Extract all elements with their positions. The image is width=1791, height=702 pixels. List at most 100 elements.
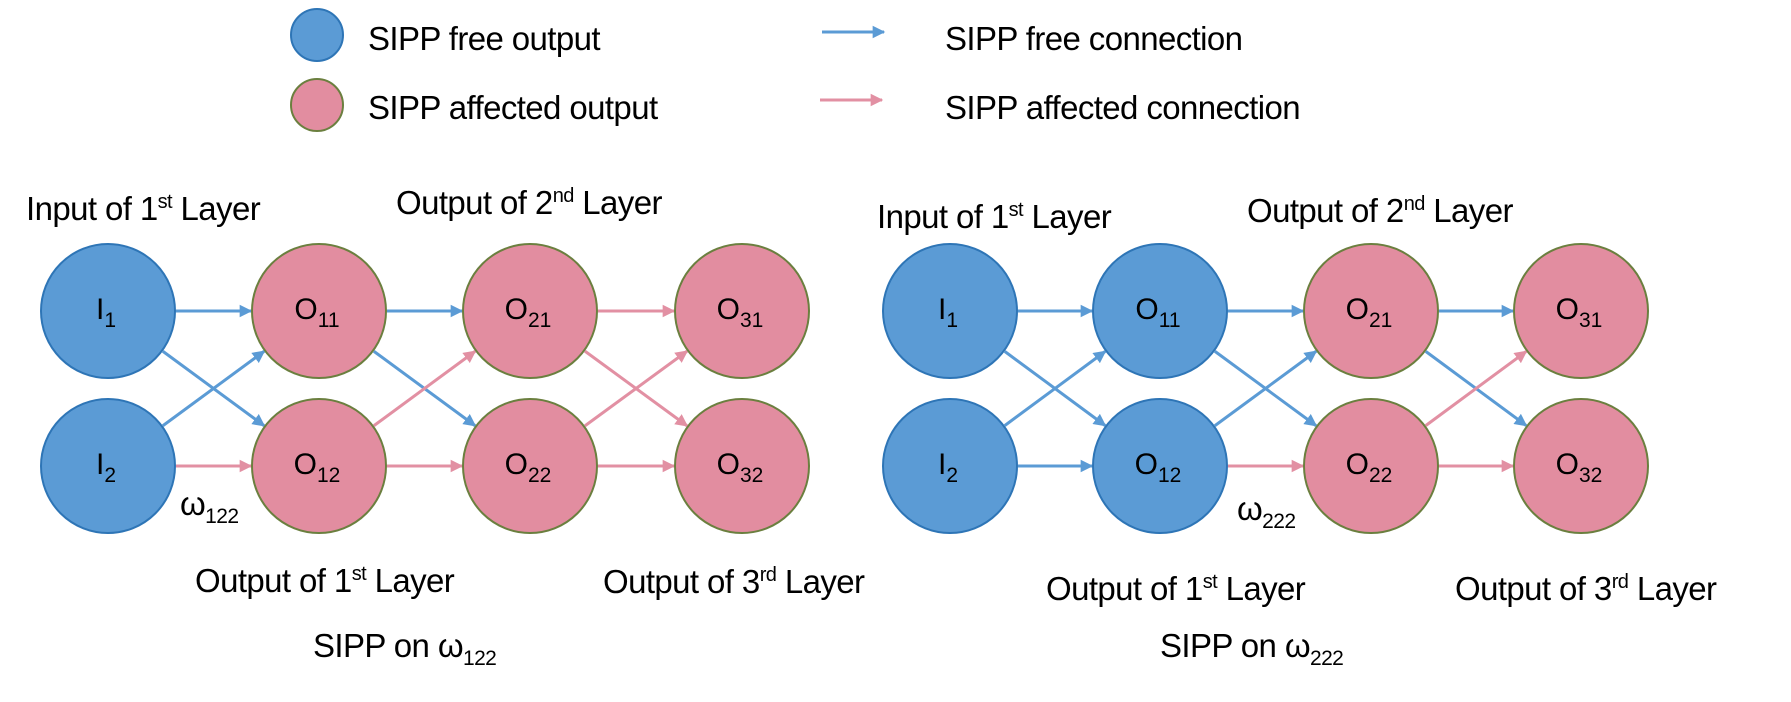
node-label-subscript: 21 bbox=[1369, 309, 1392, 332]
node-o12: O12 bbox=[251, 398, 387, 534]
node-label-base: O bbox=[294, 293, 317, 326]
node-circle-free bbox=[882, 398, 1018, 534]
node-o31: O31 bbox=[674, 243, 810, 379]
node-label-base: O bbox=[717, 448, 740, 481]
edges-right bbox=[1003, 304, 1528, 473]
node-label-subscript: 21 bbox=[528, 309, 551, 332]
node-circle-affected bbox=[1303, 243, 1439, 379]
legend: SIPP free output SIPP affected output SI… bbox=[290, 8, 1301, 132]
node-o22: O22 bbox=[1303, 398, 1439, 534]
node-label-base: O bbox=[1346, 293, 1369, 326]
node-label-base: I bbox=[938, 448, 946, 481]
node-circle-free bbox=[40, 398, 176, 534]
legend-free-connection-label: SIPP free connection bbox=[945, 20, 1242, 57]
node-o32: O32 bbox=[1513, 398, 1649, 534]
node-circle-affected bbox=[251, 398, 387, 534]
node-label-subscript: 22 bbox=[1369, 464, 1392, 487]
connection-o22-o31-affected bbox=[1424, 350, 1528, 427]
node-label: O12 bbox=[1135, 448, 1182, 487]
connection-o22-o31-affected bbox=[584, 349, 689, 428]
node-label: O22 bbox=[505, 448, 552, 487]
node-i1: I1 bbox=[40, 243, 176, 379]
weight-label-w222: ω222 bbox=[1237, 490, 1295, 533]
node-o31: O31 bbox=[1513, 243, 1649, 379]
label-output-layer-2: Output of 2nd Layer bbox=[396, 184, 662, 221]
node-circle-affected bbox=[674, 398, 810, 534]
node-i2: I2 bbox=[882, 398, 1018, 534]
node-circle-free bbox=[40, 243, 176, 379]
node-label-subscript: 2 bbox=[946, 464, 958, 487]
legend-affected-output-label: SIPP affected output bbox=[368, 89, 658, 126]
legend-affected-node-icon bbox=[290, 78, 344, 132]
node-label: I1 bbox=[938, 293, 958, 332]
node-label-subscript: 31 bbox=[740, 309, 763, 332]
node-circle-free bbox=[882, 243, 1018, 379]
connection-i2-o11-free bbox=[1003, 350, 1107, 427]
node-circle-affected bbox=[1513, 398, 1649, 534]
node-o32: O32 bbox=[674, 398, 810, 534]
legend-free-node-icon bbox=[290, 8, 344, 62]
node-circle-free bbox=[1092, 243, 1228, 379]
node-o21: O21 bbox=[462, 243, 598, 379]
node-label-base: O bbox=[1556, 293, 1579, 326]
node-label: O21 bbox=[1346, 293, 1393, 332]
node-label-subscript: 12 bbox=[317, 464, 340, 487]
node-o11: O11 bbox=[251, 243, 387, 379]
node-circle-affected bbox=[462, 243, 598, 379]
label-input-layer-1: Input of 1st Layer bbox=[877, 198, 1112, 235]
node-label: I2 bbox=[938, 448, 958, 487]
node-label-base: O bbox=[1346, 448, 1369, 481]
node-label-subscript: 32 bbox=[1579, 464, 1602, 487]
node-i2: I2 bbox=[40, 398, 176, 534]
node-label-base: O bbox=[505, 448, 528, 481]
node-circle-affected bbox=[674, 243, 810, 379]
node-circle-affected bbox=[1513, 243, 1649, 379]
label-output-layer-3: Output of 3rd Layer bbox=[1455, 570, 1717, 607]
legend-item-free-output: SIPP free output bbox=[290, 8, 601, 62]
node-label-subscript: 12 bbox=[1158, 464, 1181, 487]
node-label: O11 bbox=[1135, 293, 1180, 332]
node-label-base: O bbox=[1135, 293, 1158, 326]
node-circle-affected bbox=[251, 243, 387, 379]
legend-affected-connection-label: SIPP affected connection bbox=[945, 89, 1300, 126]
label-input-layer-1: Input of 1st Layer bbox=[26, 190, 261, 227]
node-label: O11 bbox=[294, 293, 339, 332]
node-label-subscript: 32 bbox=[740, 464, 763, 487]
connection-i2-o11-free bbox=[161, 350, 266, 427]
node-label-base: I bbox=[96, 448, 104, 481]
legend-item-affected-connection: SIPP affected connection bbox=[820, 89, 1301, 126]
connection-o12-o21-affected bbox=[372, 350, 477, 427]
label-output-layer-2: Output of 2nd Layer bbox=[1247, 192, 1513, 229]
node-label-base: O bbox=[505, 293, 528, 326]
node-label: I2 bbox=[96, 448, 116, 487]
node-label: O31 bbox=[1556, 293, 1603, 332]
node-circle-affected bbox=[462, 398, 598, 534]
legend-free-output-label: SIPP free output bbox=[368, 20, 600, 57]
node-label: I1 bbox=[96, 293, 116, 332]
node-label: O22 bbox=[1346, 448, 1393, 487]
node-label-base: O bbox=[1135, 448, 1158, 481]
node-o22: O22 bbox=[462, 398, 598, 534]
node-o11: O11 bbox=[1092, 243, 1228, 379]
node-label-subscript: 22 bbox=[528, 464, 551, 487]
node-label-subscript: 11 bbox=[318, 309, 340, 332]
connection-o12-o21-free bbox=[1213, 350, 1318, 427]
node-label-subscript: 11 bbox=[1159, 309, 1181, 332]
node-label-subscript: 31 bbox=[1579, 309, 1602, 332]
node-label: O12 bbox=[294, 448, 341, 487]
legend-item-affected-output: SIPP affected output bbox=[290, 78, 659, 132]
node-i1: I1 bbox=[882, 243, 1018, 379]
node-o21: O21 bbox=[1303, 243, 1439, 379]
caption-sipp-w122: SIPP on ω122 bbox=[313, 627, 496, 670]
node-label: O32 bbox=[717, 448, 764, 487]
node-o12: O12 bbox=[1092, 398, 1228, 534]
node-label-subscript: 1 bbox=[104, 309, 116, 332]
node-label-base: O bbox=[717, 293, 740, 326]
label-output-layer-1: Output of 1st Layer bbox=[195, 562, 455, 599]
node-label: O21 bbox=[505, 293, 552, 332]
node-label-subscript: 2 bbox=[104, 464, 116, 487]
legend-item-free-connection: SIPP free connection bbox=[822, 20, 1243, 57]
